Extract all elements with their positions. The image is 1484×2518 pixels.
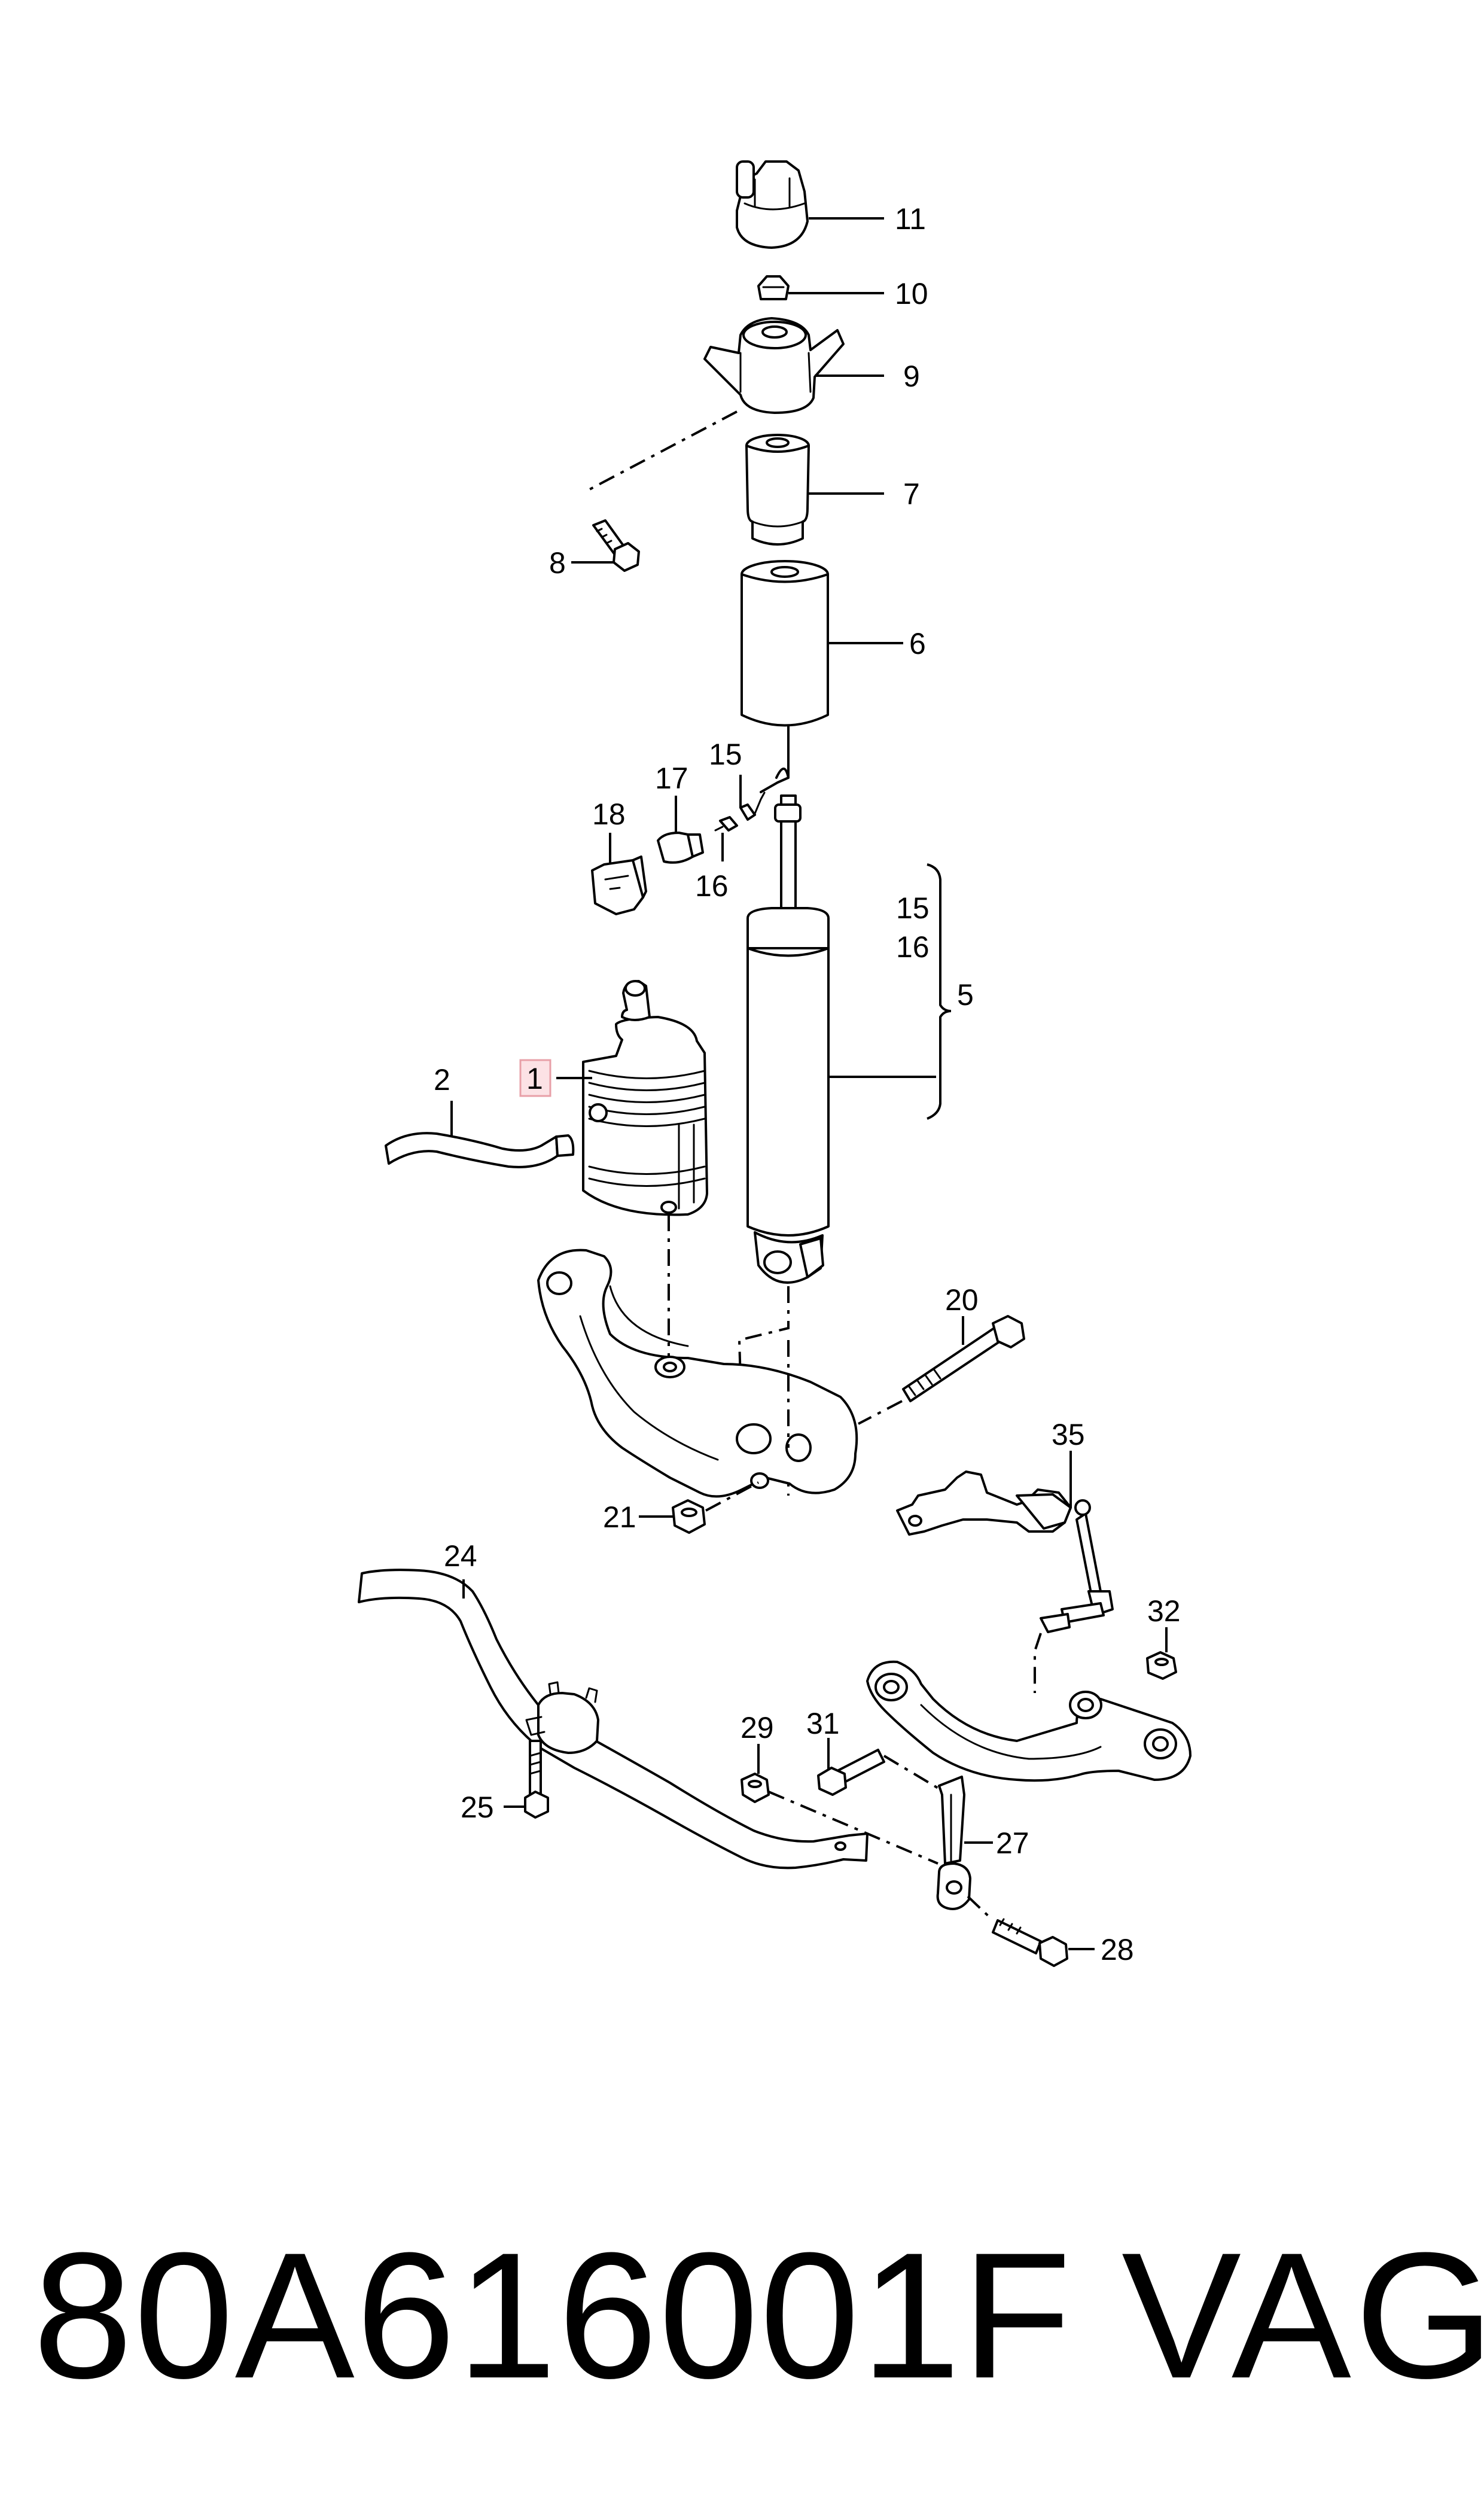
part-2-air-line (385, 1132, 575, 1168)
bracket-5 (927, 863, 952, 1120)
callout-20: 20 (945, 1283, 979, 1317)
callout-31: 31 (806, 1707, 840, 1740)
part-29-nut (741, 1773, 770, 1803)
part-9-strut-mount (703, 317, 845, 414)
part-5-shock-absorber (746, 726, 830, 1284)
callout-15: 15 (709, 738, 742, 771)
centerline-upper (587, 410, 738, 492)
part-11-protective-cap (736, 160, 809, 249)
callout-6: 6 (909, 627, 926, 660)
callout-25: 25 (461, 1791, 494, 1824)
part-10-nut (757, 275, 790, 300)
centerline-bolt-20 (858, 1400, 903, 1425)
part-7-bump-stop (745, 434, 810, 546)
part-17-plug (657, 832, 704, 864)
part-21-nut (672, 1499, 706, 1534)
part-35-level-sensor (896, 1470, 1114, 1633)
brand-name: VAG (1122, 2215, 1484, 2416)
callout-8: 8 (549, 546, 566, 580)
callout-32: 32 (1147, 1594, 1181, 1628)
callout-28: 28 (1101, 1933, 1134, 1966)
part-25-bolt (524, 1740, 549, 1819)
part-lower-control-arm (537, 1249, 858, 1498)
centerline-sensor (1034, 1633, 1042, 1693)
callout-27: 27 (996, 1826, 1029, 1860)
part-32-nut (1146, 1651, 1177, 1680)
part-27-coupling-rod (936, 1776, 971, 1910)
callout-5-sub-16: 16 (896, 930, 930, 964)
callout-10: 10 (895, 277, 928, 310)
part-15-16-pin-seal (714, 791, 766, 832)
centerline-nut-21 (705, 1481, 759, 1512)
callout-5: 5 (957, 978, 974, 1012)
callout-18: 18 (592, 797, 626, 831)
callout-9: 9 (903, 360, 920, 393)
part-upper-control-arm (866, 1660, 1192, 1782)
part-24-stabilizer-bar (358, 1569, 869, 1870)
callout-35: 35 (1052, 1418, 1085, 1451)
callout-29: 29 (741, 1711, 774, 1744)
callout-7: 7 (903, 477, 920, 511)
callout-17: 17 (655, 762, 688, 795)
callout-11: 11 (895, 202, 926, 236)
centerline-nut-29 (768, 1791, 938, 1865)
callout-21: 21 (603, 1500, 636, 1534)
callout-1-highlight (519, 1059, 551, 1097)
part-6-protective-tube (741, 560, 829, 727)
centerline-bolt-28 (967, 1895, 994, 1922)
part-18-valve (591, 855, 647, 915)
callout-1: 1 (526, 1062, 543, 1095)
part-20-long-bolt (902, 1315, 1025, 1402)
part-number: 80A616001F (33, 2215, 1073, 2416)
callout-5-sub-15: 15 (896, 891, 930, 925)
part-31-bolt (817, 1749, 885, 1796)
part-28-bolt (992, 1918, 1068, 1967)
part-1-air-spring (582, 980, 708, 1216)
callout-2: 2 (434, 1063, 450, 1097)
callout-16: 16 (695, 869, 729, 903)
callout-24: 24 (444, 1539, 477, 1573)
